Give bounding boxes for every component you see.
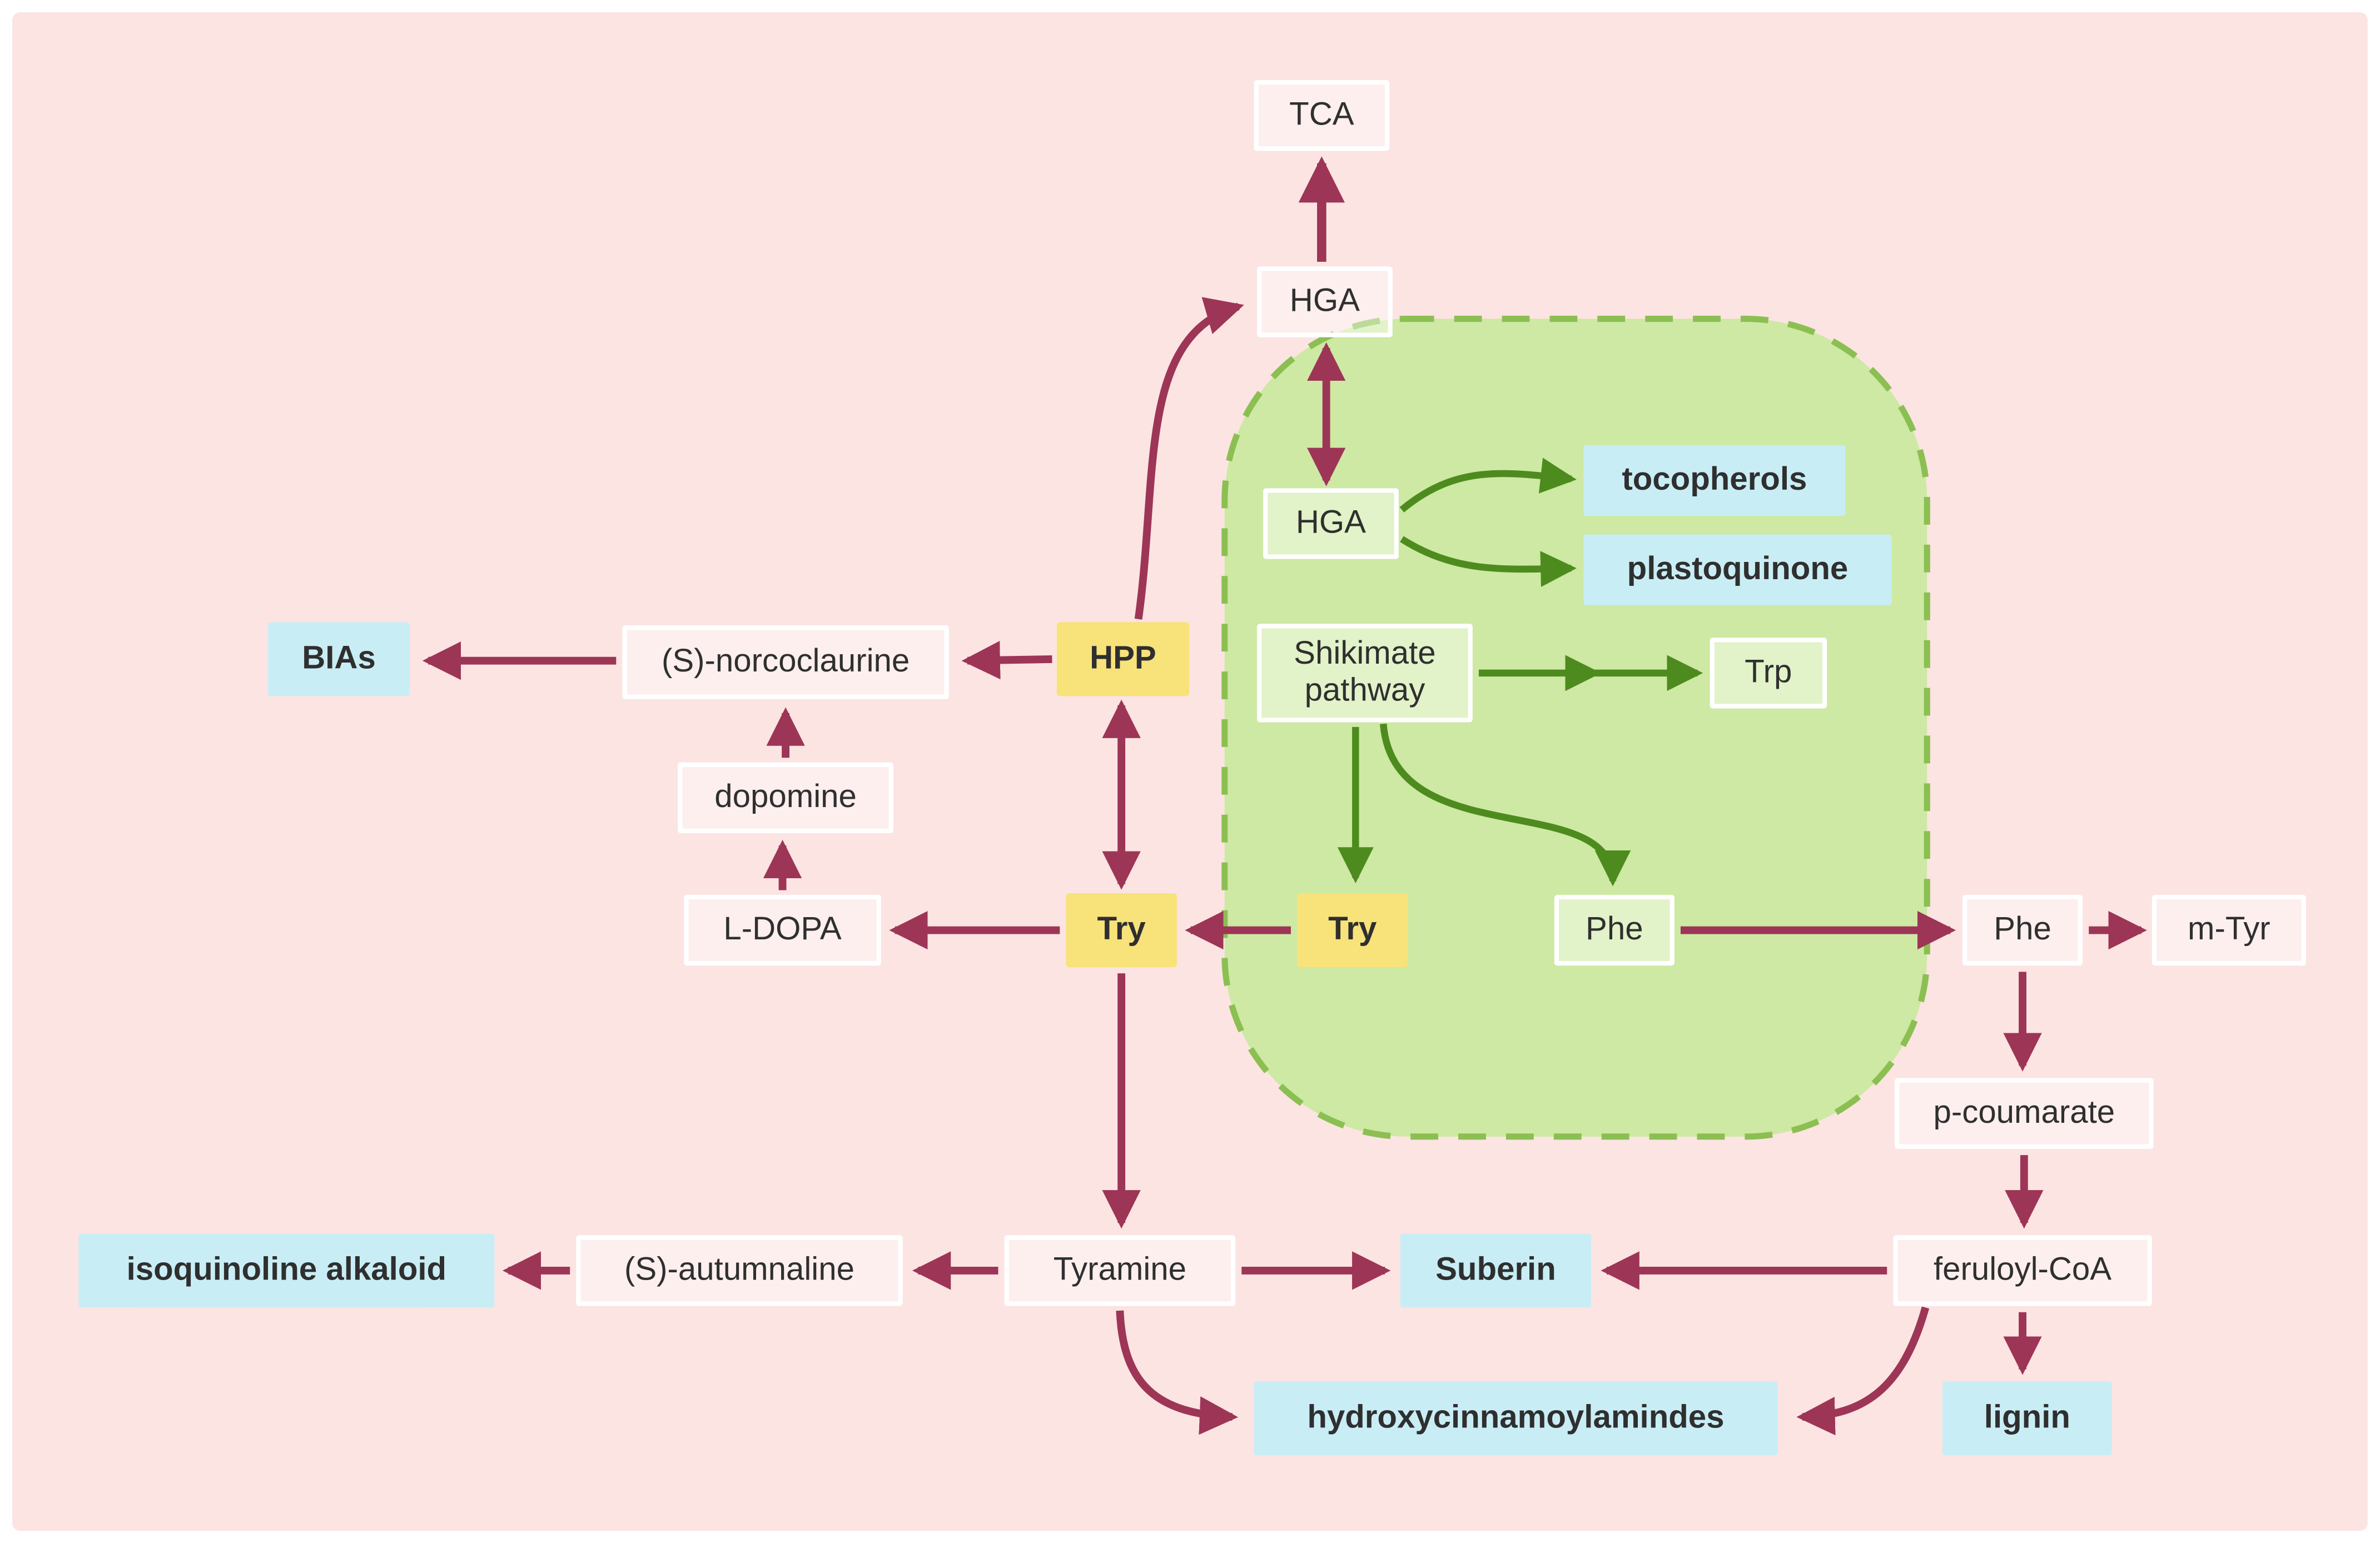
- node-suberin: Suberin: [1400, 1233, 1592, 1308]
- node-hga-plastid: HGA: [1263, 488, 1399, 559]
- arrow-hpp-to-norcoclaurine: [961, 640, 1052, 680]
- node-p-coumarate: p-coumarate: [1895, 1078, 2154, 1149]
- node-s-norcoclaurine: (S)-norcoclaurine: [622, 625, 949, 699]
- node-feruloyl-coa: feruloyl-CoA: [1893, 1235, 2152, 1306]
- arrow-feruloyl-to-hydroxycinnamoylamindes: [1796, 1306, 1930, 1436]
- node-try-plastid: Try: [1297, 893, 1408, 968]
- node-plastoquinone: plastoquinone: [1583, 534, 1892, 605]
- node-tca: TCA: [1254, 80, 1390, 151]
- node-phe-cytosol: Phe: [1962, 894, 2083, 966]
- node-dopomine: dopomine: [678, 762, 894, 834]
- arrow-hpp-to-hga: [1134, 297, 1244, 620]
- node-tocopherols: tocopherols: [1583, 445, 1846, 516]
- arrow-shikimate-to-phe: [1379, 723, 1631, 887]
- node-bias: BIAs: [268, 622, 410, 696]
- arrow-tyramine-to-hydroxycinnamoylamindes: [1116, 1310, 1239, 1435]
- node-m-tyr: m-Tyr: [2152, 894, 2306, 966]
- node-tyramine: Tyramine: [1004, 1235, 1236, 1306]
- arrow-hga-to-tocopherols: [1399, 457, 1577, 512]
- node-shikimate-pathway: Shikimate pathway: [1256, 624, 1473, 723]
- node-lignin: lignin: [1942, 1381, 2112, 1456]
- node-phe-plastid: Phe: [1554, 894, 1675, 966]
- node-isoquinoline-alkaloid: isoquinoline alkaloid: [78, 1233, 495, 1308]
- node-trp: Trp: [1710, 638, 1827, 709]
- node-s-autumnaline: (S)-autumnaline: [576, 1235, 903, 1306]
- node-try-cytosol: Try: [1066, 893, 1177, 968]
- arrow-hga-to-plastoquinone: [1400, 536, 1577, 588]
- node-hpp: HPP: [1056, 622, 1190, 696]
- node-hydroxycinnamoylamindes: hydroxycinnamoylamindes: [1254, 1381, 1778, 1456]
- node-hga-cytosol: HGA: [1256, 266, 1393, 337]
- node-l-dopa: L-DOPA: [684, 894, 881, 966]
